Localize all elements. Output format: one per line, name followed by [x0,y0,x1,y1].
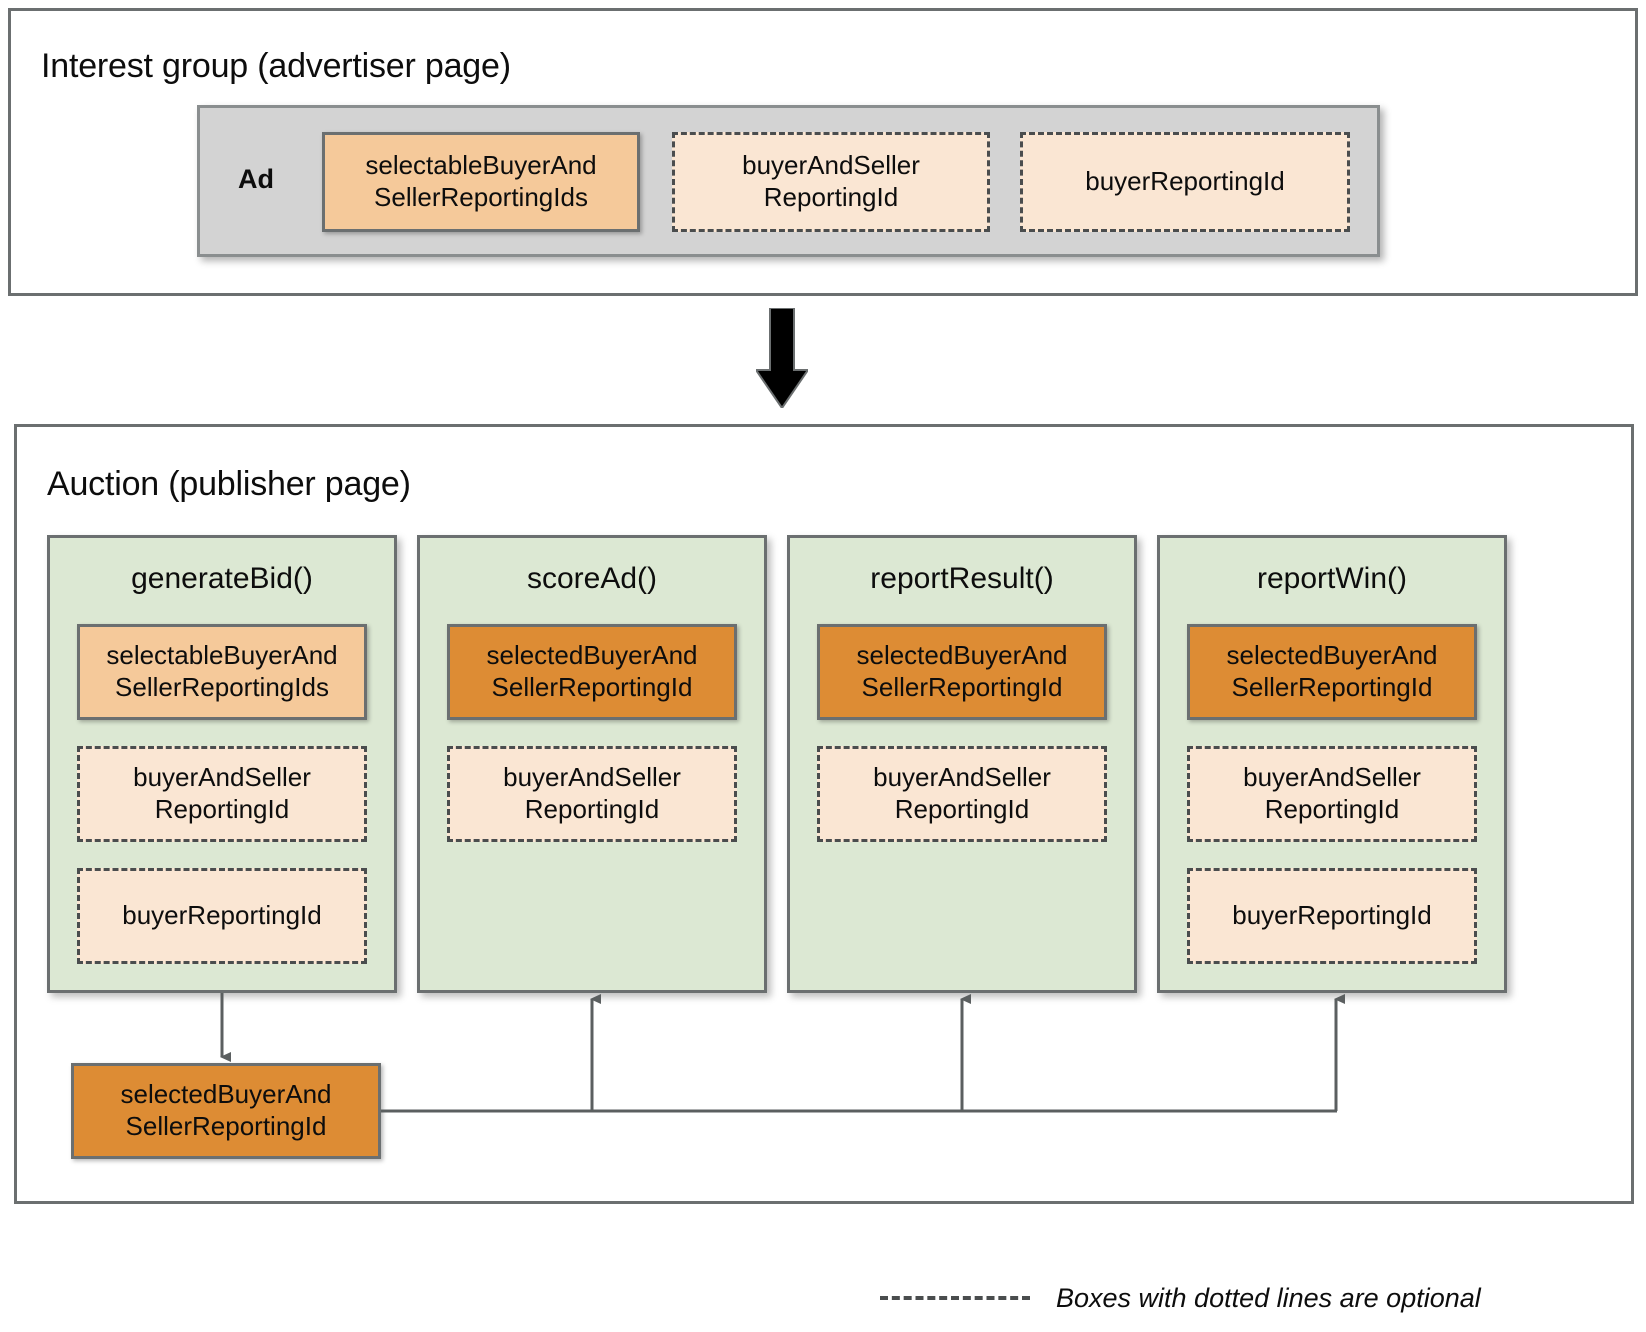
reportwin-token-buyer-and-seller-reporting-id: buyerAndSeller ReportingId [1187,746,1477,842]
function-column-reportresult: reportResult() selectedBuyerAnd SellerRe… [787,535,1137,993]
generatebid-token-buyer-reporting-id: buyerReportingId [77,868,367,964]
reportresult-token-buyer-and-seller-reporting-id: buyerAndSeller ReportingId [817,746,1107,842]
reportwin-token-selected-buyer-and-seller-reporting-id: selectedBuyerAnd SellerReportingId [1187,624,1477,720]
ig-token-buyer-and-seller-reporting-id: buyerAndSeller ReportingId [672,132,990,232]
ad-label: Ad [238,164,274,194]
legend-dashed-line-swatch [880,1296,1030,1300]
auction-title: Auction (publisher page) [47,465,411,503]
interest-group-title: Interest group (advertiser page) [41,47,511,85]
reportwin-token-buyer-reporting-id: buyerReportingId [1187,868,1477,964]
function-column-scoread: scoreAd() selectedBuyerAnd SellerReporti… [417,535,767,993]
result-selected-buyer-and-seller-reporting-id: selectedBuyerAnd SellerReportingId [71,1063,381,1159]
function-column-reportwin: reportWin() selectedBuyerAnd SellerRepor… [1157,535,1507,993]
generatebid-token-buyer-and-seller-reporting-id: buyerAndSeller ReportingId [77,746,367,842]
scoread-token-selected-buyer-and-seller-reporting-id: selectedBuyerAnd SellerReportingId [447,624,737,720]
flow-down-arrow-icon [756,308,808,408]
function-title-scoread: scoreAd() [526,562,658,595]
function-title-reportresult: reportResult() [870,562,1054,595]
legend: Boxes with dotted lines are optional [880,1278,1620,1318]
legend-text: Boxes with dotted lines are optional [1056,1282,1481,1313]
ad-container: Ad selectableBuyerAnd SellerReportingIds… [197,105,1380,257]
auction-section: Auction (publisher page) generateBid() s… [14,424,1634,1204]
ig-token-buyer-reporting-id: buyerReportingId [1020,132,1350,232]
interest-group-section: Interest group (advertiser page) Ad sele… [8,8,1638,296]
function-title-reportwin: reportWin() [1256,562,1407,595]
function-title-generatebid: generateBid() [131,562,313,595]
function-column-generatebid: generateBid() selectableBuyerAnd SellerR… [47,535,397,993]
ig-token-selectable-buyer-and-seller-reporting-ids: selectableBuyerAnd SellerReportingIds [322,132,640,232]
generatebid-token-selectable-buyer-and-seller-reporting-ids: selectableBuyerAnd SellerReportingIds [77,624,367,720]
reportresult-token-selected-buyer-and-seller-reporting-id: selectedBuyerAnd SellerReportingId [817,624,1107,720]
scoread-token-buyer-and-seller-reporting-id: buyerAndSeller ReportingId [447,746,737,842]
